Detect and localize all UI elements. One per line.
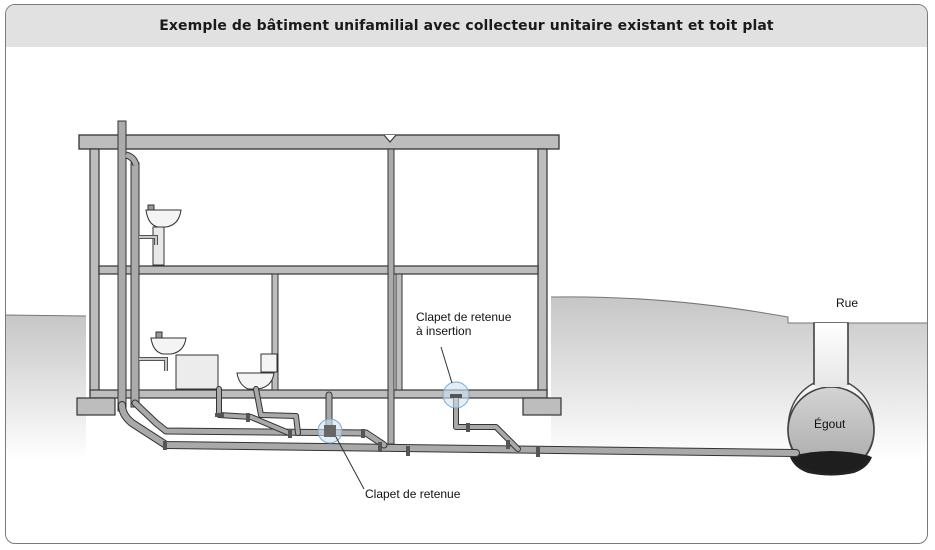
diagram-title: Exemple de bâtiment unifamilial avec col… (159, 18, 774, 34)
title-bar: Exemple de bâtiment unifamilial avec col… (6, 5, 927, 47)
footing-left (76, 397, 116, 416)
toilet (236, 353, 278, 390)
roof-slab (78, 134, 560, 150)
footing-right (522, 397, 562, 416)
check-valve-label: Clapet de retenue (365, 487, 461, 501)
pipe-fittings (163, 413, 540, 457)
leader-line (335, 436, 365, 490)
sewer-label: Égout (814, 416, 846, 431)
ground-floor-slab (89, 389, 548, 399)
insert-valve-label: Clapet de retenue (416, 310, 512, 324)
left-wall (89, 148, 100, 396)
interior-wall (395, 273, 403, 391)
interior-wall (271, 273, 279, 391)
street-label: Rue (836, 296, 858, 310)
first-floor-slab (98, 265, 539, 275)
diagram-frame: Exemple de bâtiment unifamilial avec col… (5, 4, 928, 544)
building-cross-section: Rue Égout Clapet de retenue à insertion … (6, 120, 927, 501)
insert-valve-label-line2: à insertion (416, 324, 471, 338)
upper-sink (139, 204, 182, 266)
leader-line (440, 346, 453, 384)
right-wall (537, 148, 548, 396)
ground (6, 315, 86, 460)
ground-sink (139, 331, 219, 390)
